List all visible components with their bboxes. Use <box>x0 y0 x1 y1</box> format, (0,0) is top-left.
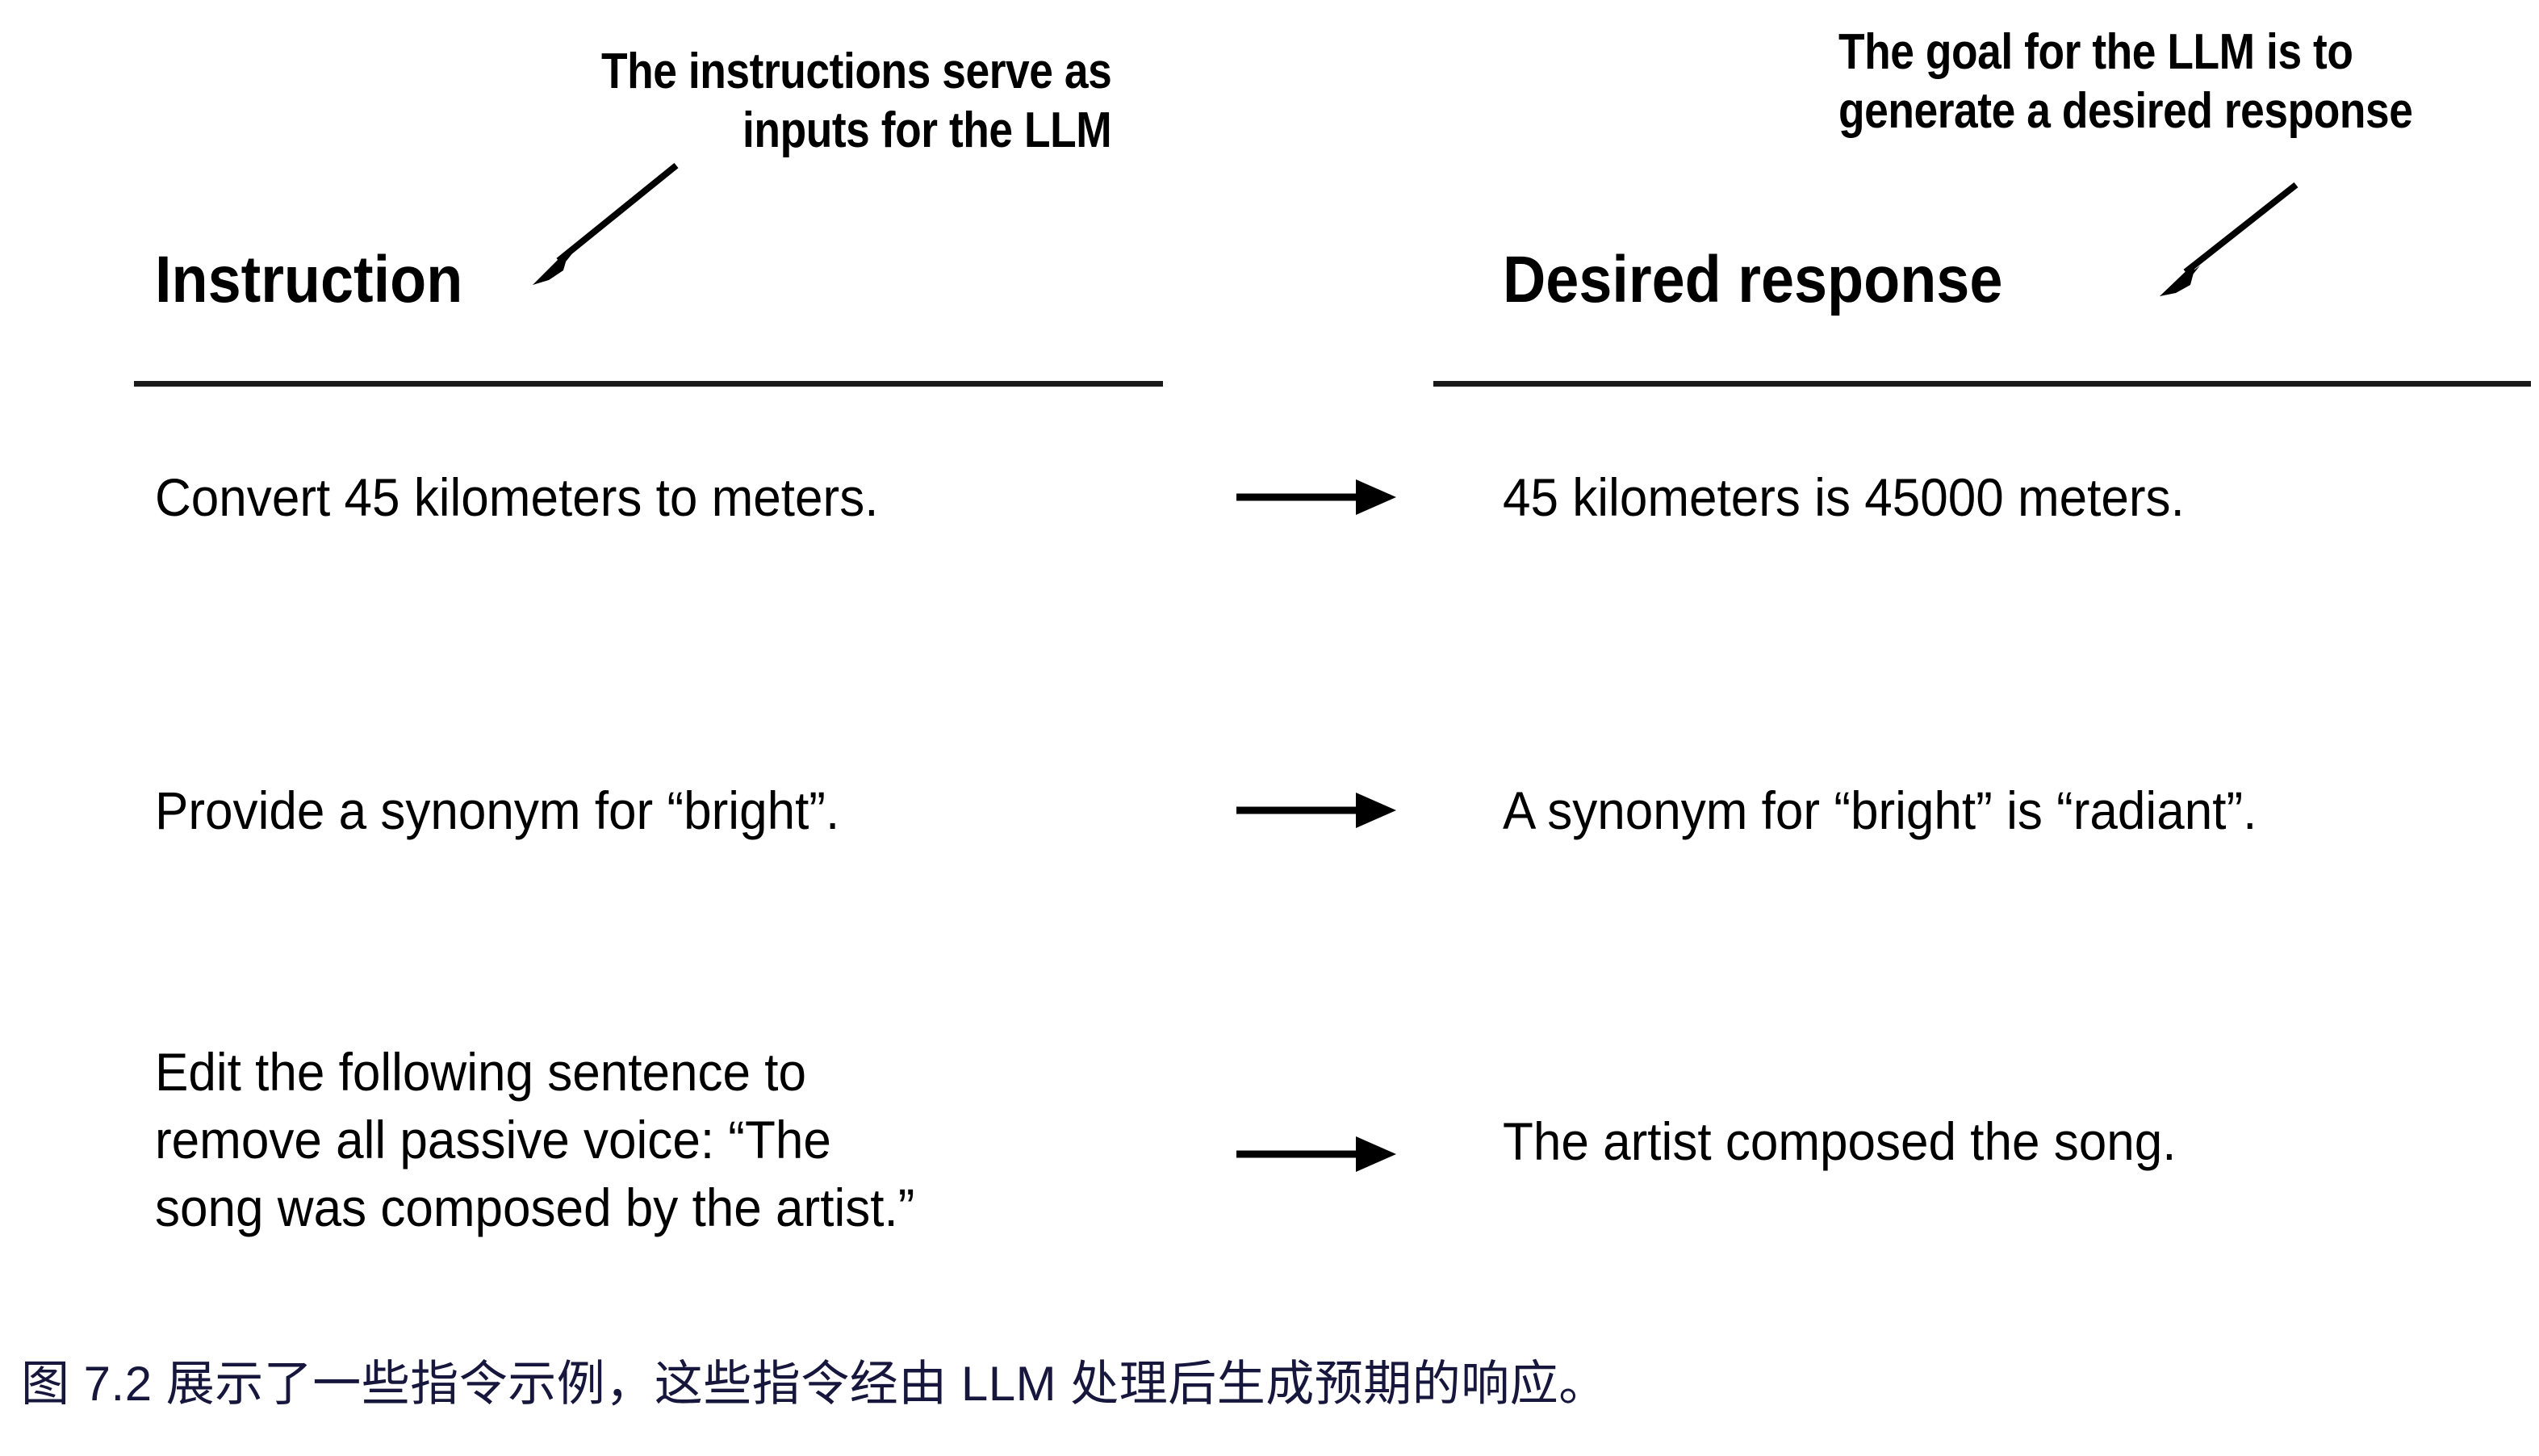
response-cell-1: 45 kilometers is 45000 meters. <box>1503 467 2185 527</box>
left-callout-line-2: inputs for the LLM <box>742 103 1112 159</box>
right-arrow-icon-row-3 <box>1236 1136 1396 1172</box>
instruction-cell-3: Edit the following sentence to remove al… <box>155 1042 915 1237</box>
diagonal-arrow-icon-right <box>2160 182 2298 296</box>
header-divider-left <box>134 381 1163 387</box>
right-callout-line-2: generate a desired response <box>1838 83 2413 140</box>
right-callout-annotation: The goal for the LLM is to generate a de… <box>1838 23 2413 140</box>
figure-caption: 图 7.2 展示了一些指令示例，这些指令经由 LLM 处理后生成预期的响应。 <box>21 1357 1608 1411</box>
left-callout-line-1: The instructions serve as <box>601 44 1112 99</box>
column-header-desired-response: Desired response <box>1503 243 2003 316</box>
left-callout-annotation: The instructions serve as inputs for the… <box>601 42 1112 160</box>
response-cell-3: The artist composed the song. <box>1503 1111 2177 1171</box>
diagonal-arrow-icon-left <box>533 162 679 285</box>
instruction-cell-1: Convert 45 kilometers to meters. <box>155 467 879 527</box>
response-cell-2: A synonym for “bright” is “radiant”. <box>1503 780 2257 840</box>
header-divider-right <box>1433 381 2531 387</box>
column-header-instruction: Instruction <box>155 243 463 316</box>
right-arrow-icon-row-1 <box>1236 479 1396 515</box>
right-callout-line-1: The goal for the LLM is to <box>1838 24 2353 80</box>
right-arrow-icon-row-2 <box>1236 793 1396 828</box>
instruction-cell-2: Provide a synonym for “bright”. <box>155 780 840 840</box>
